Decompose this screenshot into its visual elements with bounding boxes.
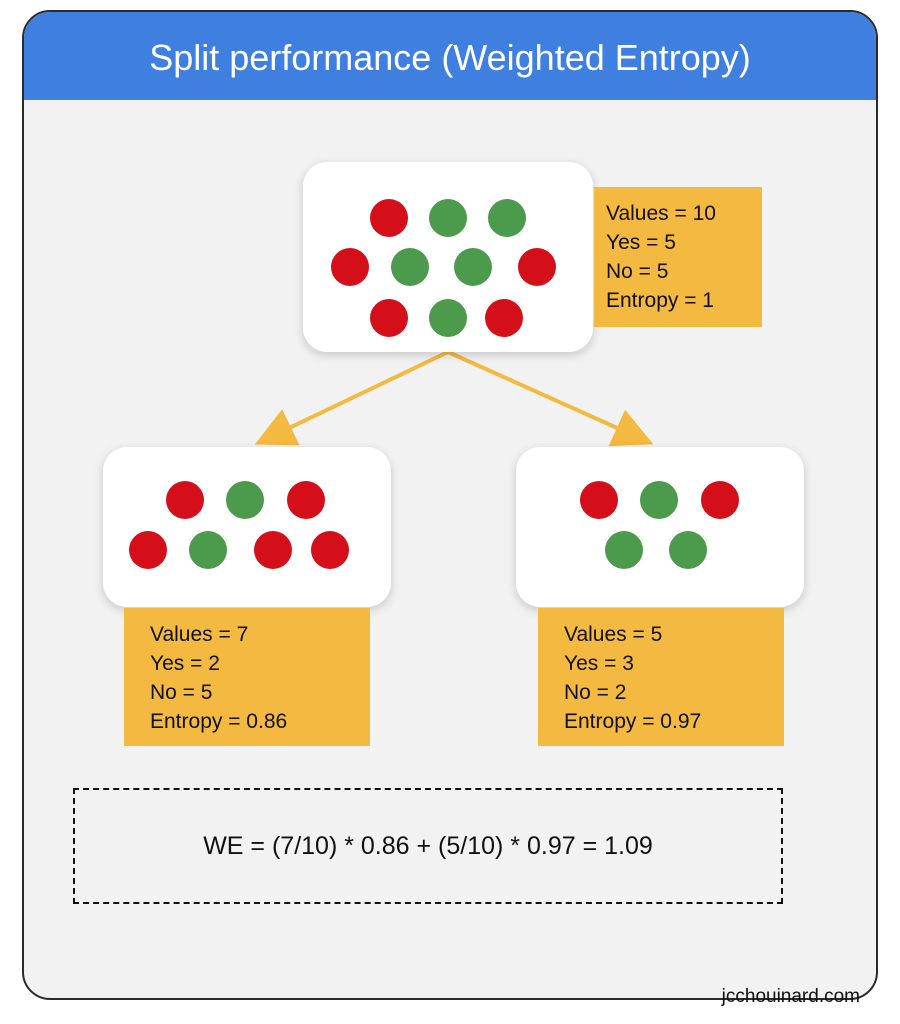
- root-yes: Yes = 5: [606, 231, 676, 254]
- left-no-dot: [166, 481, 204, 519]
- right-yes: Yes = 3: [564, 652, 634, 675]
- left-yes-dot: [189, 531, 227, 569]
- arrow-to-right-node: [447, 350, 654, 447]
- weighted-entropy-formula: WE = (7/10) * 0.86 + (5/10) * 0.97 = 1.0…: [203, 832, 653, 860]
- root-yes-dot: [454, 248, 492, 286]
- right-entropy: Entropy = 0.97: [564, 710, 702, 733]
- root-node: [303, 162, 593, 352]
- right-yes-dot: [669, 531, 707, 569]
- root-entropy: Entropy = 1: [606, 289, 714, 312]
- left-no-dot: [129, 531, 167, 569]
- left-no: No = 5: [150, 681, 213, 704]
- left-no-dot: [254, 531, 292, 569]
- left-values: Values = 7: [150, 623, 249, 646]
- arrow-to-left-node: [254, 350, 449, 446]
- left-yes: Yes = 2: [150, 652, 220, 675]
- left-stats: Values = 7 Yes = 2 No = 5 Entropy = 0.86: [124, 608, 370, 746]
- formula-box: WE = (7/10) * 0.86 + (5/10) * 0.97 = 1.0…: [73, 788, 783, 904]
- right-node: [516, 447, 804, 607]
- right-values: Values = 5: [564, 623, 663, 646]
- root-yes-dot: [429, 199, 467, 237]
- right-stats: Values = 5 Yes = 3 No = 2 Entropy = 0.97: [538, 608, 784, 746]
- root-no: No = 5: [606, 260, 669, 283]
- root-yes-dot: [488, 199, 526, 237]
- left-entropy: Entropy = 0.86: [150, 710, 288, 733]
- left-no-dot: [287, 481, 325, 519]
- root-stats: Values = 10 Yes = 5 No = 5 Entropy = 1: [594, 187, 762, 327]
- root-no-dot: [370, 199, 408, 237]
- left-yes-dot: [226, 481, 264, 519]
- root-yes-dot: [391, 248, 429, 286]
- right-yes-dot: [605, 531, 643, 569]
- root-no-dot: [485, 299, 523, 337]
- right-no: No = 2: [564, 681, 627, 704]
- left-no-dot: [311, 531, 349, 569]
- right-no-dot: [580, 481, 618, 519]
- right-yes-dot: [640, 481, 678, 519]
- root-no-dot: [370, 299, 408, 337]
- root-values: Values = 10: [606, 202, 716, 225]
- root-no-dot: [518, 248, 556, 286]
- right-no-dot: [701, 481, 739, 519]
- header-bar: Split performance (Weighted Entropy): [24, 12, 876, 100]
- root-no-dot: [331, 248, 369, 286]
- site-credit: jcchouinard.com: [721, 986, 860, 1007]
- left-node: [103, 447, 391, 607]
- diagram-title: Split performance (Weighted Entropy): [149, 37, 751, 78]
- root-yes-dot: [429, 299, 467, 337]
